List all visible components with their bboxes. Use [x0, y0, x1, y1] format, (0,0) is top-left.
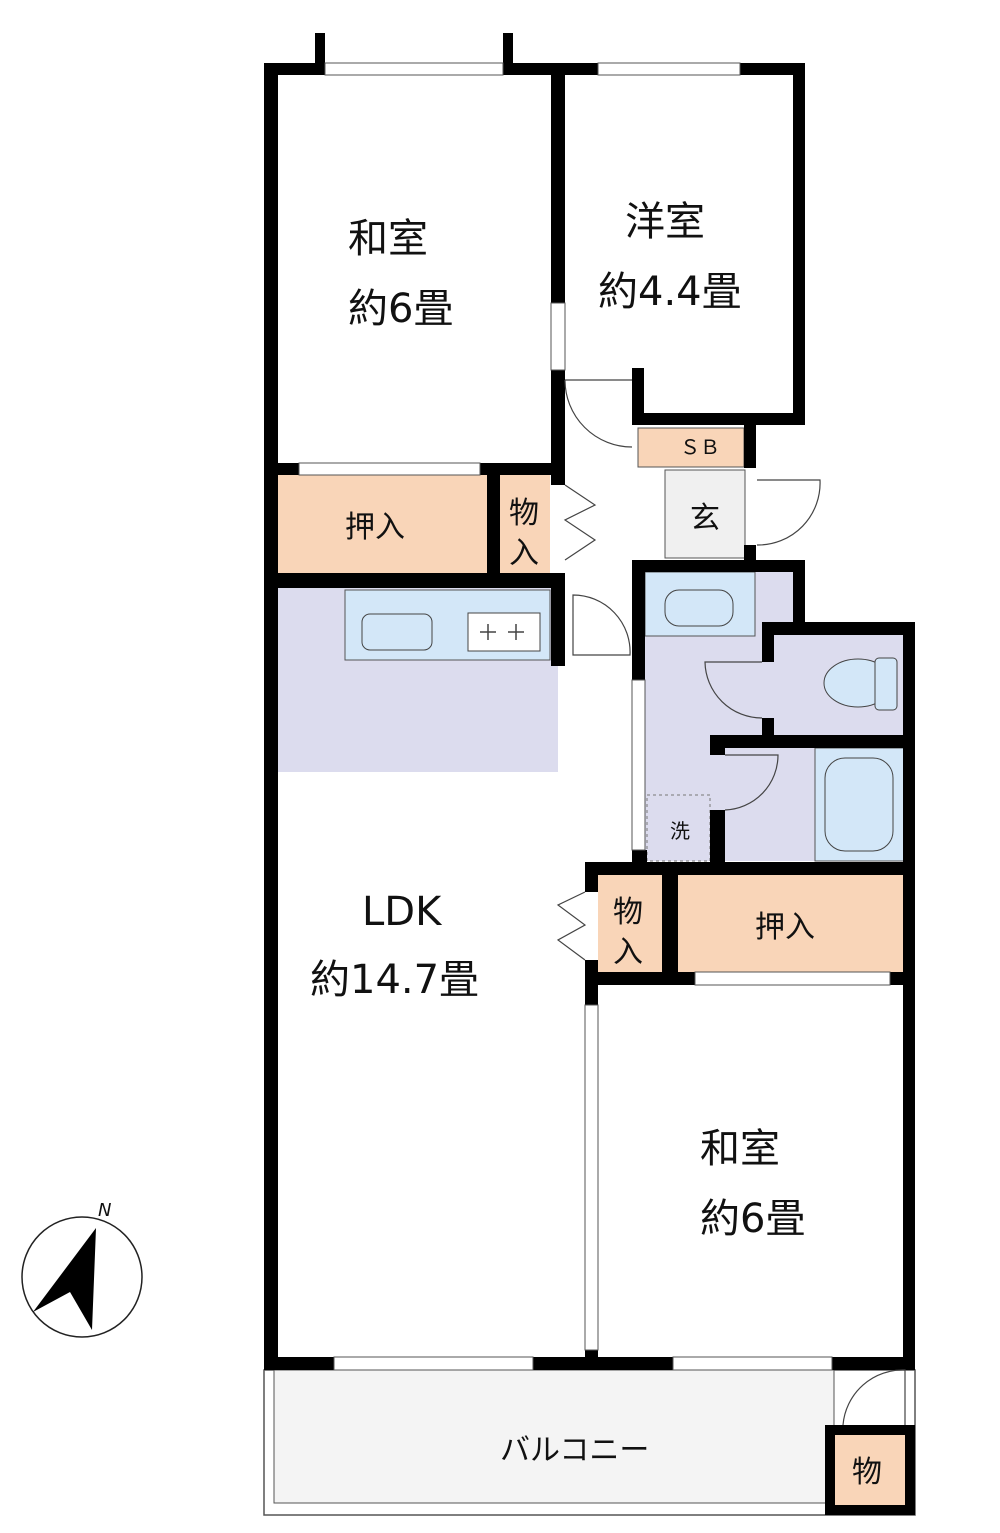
shoe-box	[637, 427, 745, 468]
balcony-storage-label: 物	[852, 1455, 882, 1490]
monoire-top-label-2: 入	[509, 536, 539, 571]
room-name-ldk: LDK	[362, 889, 443, 935]
stove-icon	[467, 612, 541, 652]
laundry-label: 洗	[670, 819, 690, 843]
toilet-tank-icon	[874, 657, 898, 711]
laundry-space	[646, 794, 711, 862]
burner-icons	[480, 624, 524, 640]
room-size-washitsu-top: 約6畳	[348, 286, 453, 332]
room-name-yoshitsu: 洋室	[625, 199, 705, 245]
monoire-top-label-1: 物	[509, 496, 539, 531]
room-name-washitsu-top: 和室	[348, 216, 428, 262]
room-name-washitsu-bottom: 和室	[700, 1126, 780, 1172]
room-size-yoshitsu: 約4.4畳	[598, 269, 742, 315]
monoire-bottom-label-1: 物	[613, 895, 643, 930]
doors	[556, 379, 906, 1426]
sink-icon	[361, 613, 433, 651]
oshiire-bottom-label: 押入	[755, 910, 815, 945]
bathtub-icon	[824, 757, 894, 852]
shoe-box-label: ＳＢ	[680, 435, 720, 459]
oshiire-top-label: 押入	[345, 510, 405, 545]
room-size-ldk: 約14.7畳	[310, 957, 479, 1003]
entrance-floor	[664, 469, 746, 559]
compass-north-label: N	[98, 1200, 111, 1221]
entrance-label: 玄	[690, 501, 720, 536]
room-size-washitsu-bottom: 約6畳	[700, 1196, 805, 1242]
monoire-bottom-label-2: 入	[613, 935, 643, 970]
balcony-floor	[273, 1369, 835, 1504]
windows	[298, 62, 891, 1371]
washbasin-bowl-icon	[664, 589, 734, 627]
balcony-label: バルコニー	[500, 1433, 649, 1468]
compass-icon: N	[21, 1200, 143, 1338]
